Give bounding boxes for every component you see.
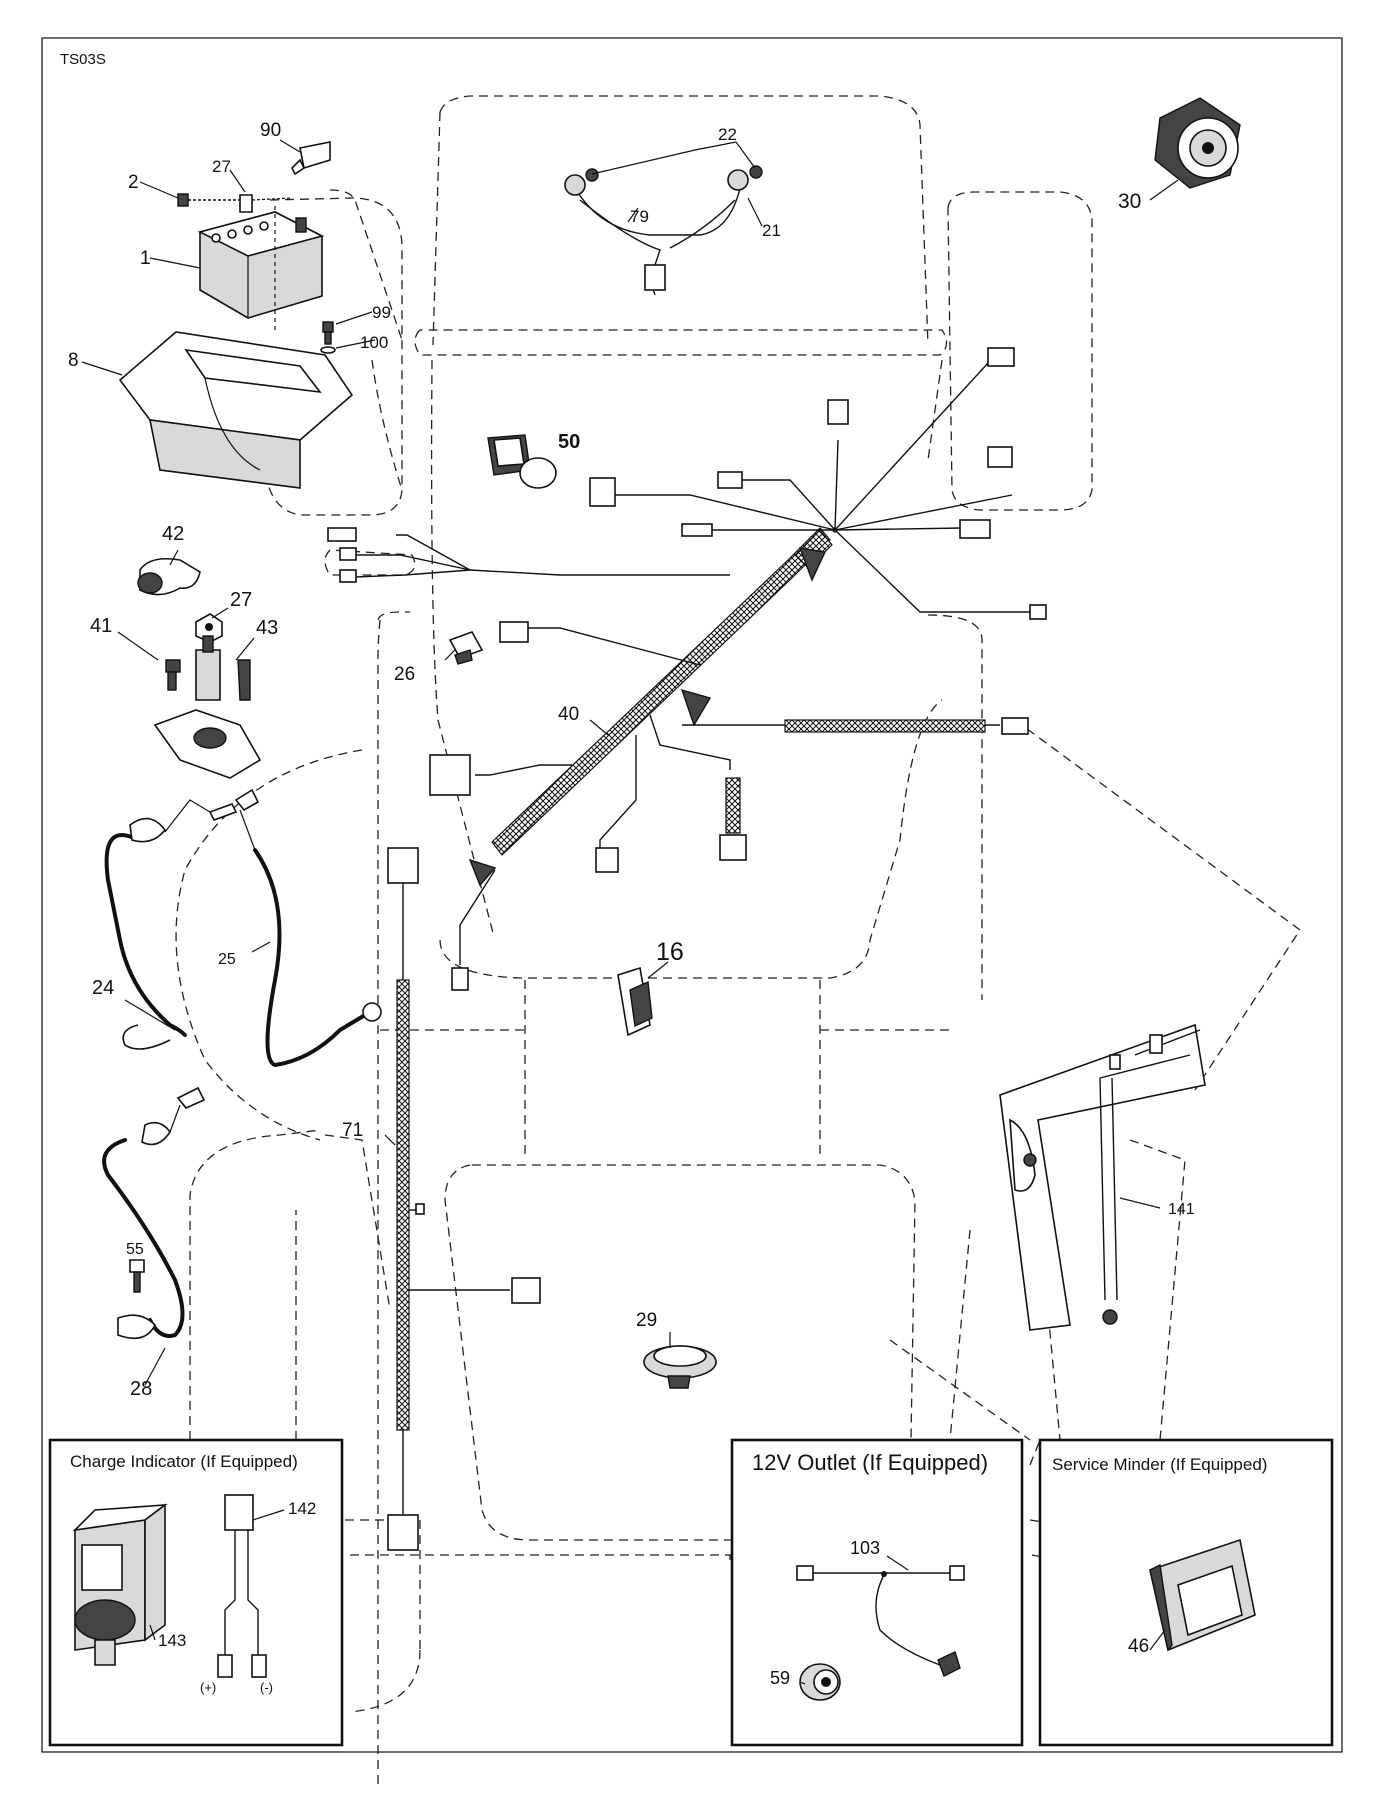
bulb-socket-left: [564, 168, 599, 196]
starter-solenoid: [153, 635, 262, 779]
diagram-code: TS03S: [60, 51, 106, 68]
callout-2: 2: [128, 172, 139, 193]
inset-charge-indicator-title: Charge Indicator (If Equipped): [70, 1452, 298, 1471]
callout-71: 71: [342, 1120, 363, 1141]
main-harness: [327, 347, 1047, 991]
charge-indicator-gauge: [72, 1503, 168, 1666]
callout-8: 8: [68, 350, 79, 371]
callout-41: 41: [90, 615, 112, 637]
callout-50: 50: [558, 431, 580, 453]
callout-labels: 90 2 27 1 99 100 8 22 79 21 30 50 42 27 …: [68, 120, 1195, 1688]
inset-service-minder: Service Minder (If Equipped): [1038, 1438, 1334, 1747]
callout-143: 143: [158, 1631, 186, 1650]
outlet-harness: [796, 1565, 965, 1677]
callout-22: 22: [718, 125, 737, 144]
bolt-41: [165, 659, 181, 691]
inset-12v-outlet-title: 12V Outlet (If Equipped): [752, 1450, 988, 1475]
screw-99: [320, 321, 336, 354]
callout-55: 55: [126, 1241, 144, 1258]
nut-27: [195, 613, 223, 643]
callout-103: 103: [850, 1538, 880, 1558]
callout-46: 46: [1128, 1636, 1149, 1657]
harness-71: [387, 847, 541, 1551]
callout-30: 30: [1118, 190, 1141, 213]
ignition-switch: [1154, 97, 1241, 189]
callout-99: 99: [372, 303, 391, 322]
fuse-holder: [448, 631, 484, 665]
callout-24: 24: [92, 977, 114, 999]
relay: [617, 966, 653, 1037]
inset-service-minder-title: Service Minder (If Equipped): [1052, 1455, 1267, 1474]
battery: [197, 211, 325, 319]
callout-142: 142: [288, 1499, 316, 1518]
polarity-negative-label: (-): [260, 1680, 273, 1695]
callout-26: 26: [394, 664, 415, 685]
battery-cable-25: [234, 788, 382, 1068]
hold-down-bolt: [177, 193, 253, 213]
callout-29: 29: [636, 1310, 657, 1331]
leader-lines: [81, 139, 1179, 1685]
charge-indicator-harness: [217, 1494, 267, 1678]
callout-43: 43: [256, 617, 278, 639]
headlight-harness: [574, 187, 741, 296]
callout-42: 42: [162, 523, 184, 545]
callout-40: 40: [558, 704, 579, 725]
inset-charge-indicator: Charge Indicator (If Equipped) (+) (-): [48, 1438, 344, 1747]
callout-25: 25: [218, 951, 236, 968]
callout-141: 141: [1168, 1201, 1195, 1218]
battery-cable-28: [102, 1086, 206, 1340]
callout-90: 90: [260, 120, 281, 141]
terminal-cover: [291, 141, 331, 176]
power-outlet: [799, 1663, 841, 1701]
diagram-frame: [41, 37, 1343, 1753]
screw-55: [129, 1259, 145, 1293]
solenoid-boot: [137, 557, 201, 596]
callout-59: 59: [770, 1668, 790, 1688]
callout-1: 1: [140, 248, 151, 269]
callout-79: 79: [630, 207, 649, 226]
battery-strap: [251, 197, 293, 330]
battery-cable-24: [104, 799, 238, 1050]
callout-100: 100: [360, 333, 388, 352]
callout-21: 21: [762, 221, 781, 240]
callout-28: 28: [130, 1378, 152, 1400]
bulb-socket-right: [727, 165, 763, 191]
battery-box: [118, 331, 354, 489]
inset-12v-outlet: 12V Outlet (If Equipped): [730, 1438, 1024, 1747]
mounting-bracket: [999, 1023, 1206, 1331]
service-minder-unit: [1149, 1538, 1256, 1652]
callout-27-solenoid: 27: [230, 589, 252, 611]
callout-27-battery: 27: [212, 157, 231, 176]
callout-16: 16: [656, 938, 684, 966]
polarity-positive-label: (+): [200, 1680, 216, 1695]
switch-50: [487, 434, 557, 489]
horn: [643, 1345, 717, 1389]
